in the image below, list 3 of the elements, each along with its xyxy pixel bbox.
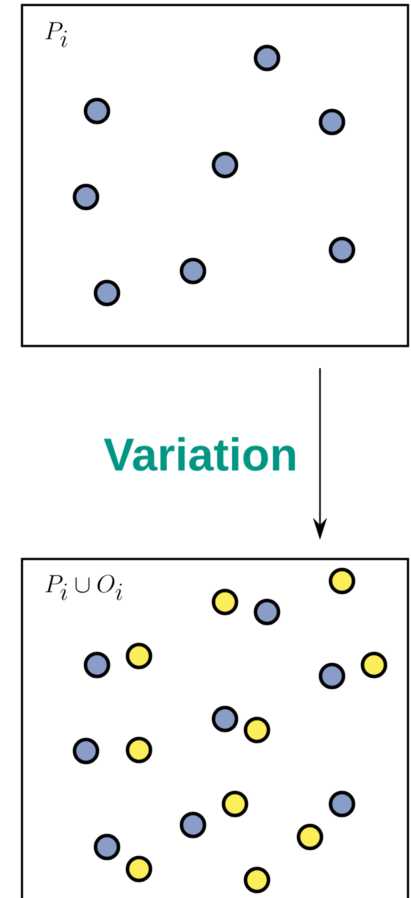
- population-box: $P_i$: [20, 4, 410, 348]
- edge-label: Variation: [104, 437, 295, 471]
- population-box: $P_i \cup O_i$: [20, 558, 410, 898]
